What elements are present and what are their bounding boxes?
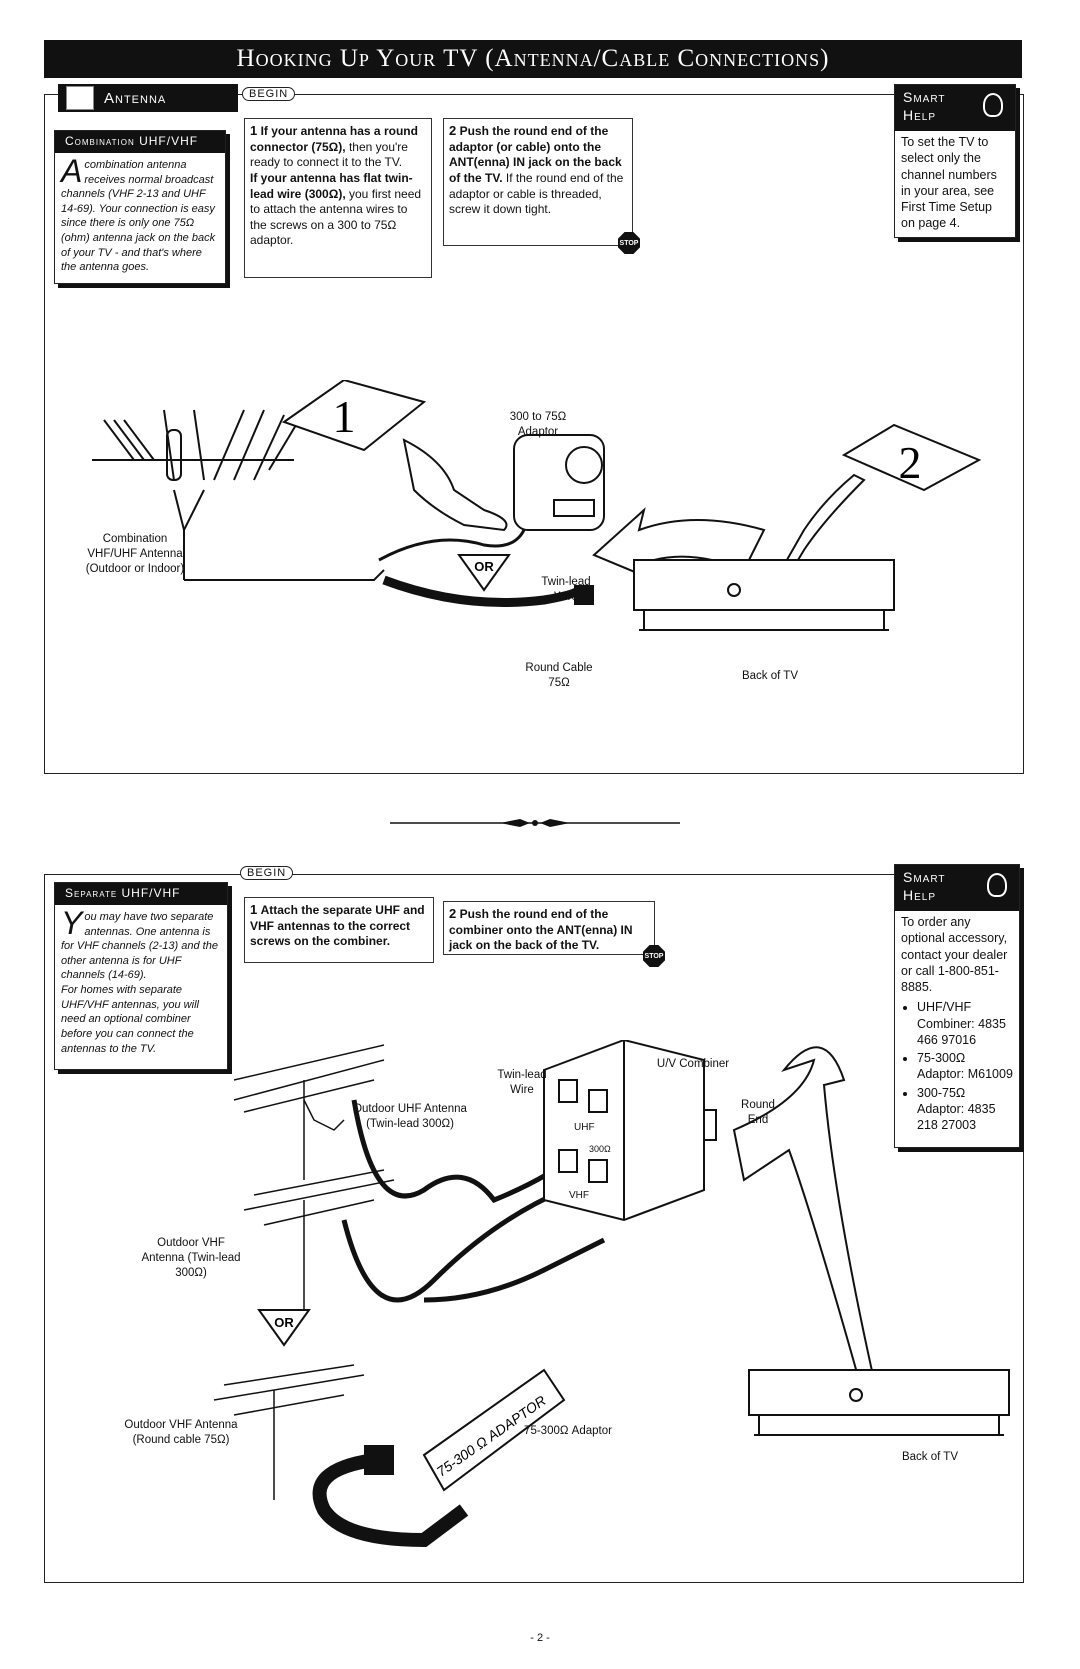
uhf-antenna-label: Outdoor UHF Antenna (Twin-lead 300Ω)	[353, 1103, 467, 1130]
antenna-tag: Antenna	[58, 84, 238, 112]
twinlead-label-2: Twin-lead Wire	[497, 1069, 547, 1096]
combiner-drawing: UHF 300Ω VHF	[543, 1040, 717, 1222]
sidebar-text-2a: ou may have two separate antennas. One a…	[61, 910, 218, 982]
step-1-bold-a: If your antenna has a round connector (7…	[250, 124, 418, 154]
smart-help-header-2: Smart Help	[895, 865, 1019, 911]
begin-marker-2: BEGIN	[240, 866, 294, 880]
step-1-text-b: you first need to attach the antenna wir…	[250, 186, 422, 248]
smart-help-title-2b: Help	[903, 887, 937, 904]
step-1-text-a: then you're ready to connect it to the T…	[250, 139, 408, 170]
drop-cap-2: Y	[61, 904, 83, 941]
stop-sign-2: STOP	[643, 945, 665, 967]
or-marker-2: OR	[257, 1309, 311, 1347]
step-1-number: 1	[250, 123, 258, 138]
page-number: - 2 -	[530, 1632, 550, 1644]
vhf-antenna-label: Outdoor VHF Antenna (Twin-lead 300Ω)	[141, 1237, 241, 1279]
adaptor-drawing	[513, 434, 605, 531]
svg-text:2: 2	[899, 437, 922, 488]
smart-help-box: Smart Help To set the TV to select only …	[894, 84, 1016, 238]
step-2-number: 2	[449, 123, 457, 138]
vhf-round-label: Outdoor VHF Antenna (Round cable 75Ω)	[124, 1419, 238, 1446]
round-cable-label: Round Cable 75Ω	[525, 662, 593, 689]
svg-text:UHF: UHF	[574, 1122, 595, 1133]
step-2-box: 2 Push the round end of the adaptor (or …	[443, 118, 633, 246]
svg-text:300Ω: 300Ω	[589, 1144, 611, 1154]
begin-marker: BEGIN	[242, 87, 296, 101]
back-of-tv-label: Back of TV	[741, 670, 799, 682]
step-1-bold-2: Attach the separate UHF and VHF antennas…	[250, 903, 425, 949]
separate-antenna-section	[44, 874, 1024, 1583]
smart-help-box-2: Smart Help To order any optional accesso…	[894, 864, 1020, 1148]
sidebar-header: Combination UHF/VHF	[55, 131, 225, 153]
lightbulb-icon-2	[987, 873, 1007, 897]
step-2-number-2: 2	[449, 906, 457, 921]
twinlead-label: Twin-lead Wire	[541, 576, 591, 603]
stop-sign: STOP	[618, 232, 640, 254]
accessory-item: 300-75Ω Adaptor: 4835 218 27003	[917, 1085, 1013, 1134]
step-2-bold: Push the round end of the adaptor (or ca…	[449, 124, 622, 186]
sidebar-header-2: Separate UHF/VHF	[55, 883, 227, 905]
back-of-tv-label-2: Back of TV	[901, 1451, 959, 1463]
vhf-antenna-drawing	[243, 1169, 395, 1310]
step-1-marker: 1	[281, 380, 427, 452]
vhf-round-antenna-drawing	[213, 1364, 365, 1500]
step-1-number-2: 1	[250, 902, 258, 917]
accessory-list: UHF/VHF Combiner: 4835 466 97016 75-300Ω…	[901, 999, 1013, 1133]
svg-text:OR: OR	[274, 1315, 294, 1330]
antenna-hookup-illustration: 1 OR 2	[92, 380, 982, 631]
antenna-section	[44, 94, 1024, 774]
antenna-tag-label: Antenna	[104, 89, 167, 107]
round-cable-connector	[574, 585, 594, 605]
step-1-box: 1 If your antenna has a round connector …	[244, 118, 432, 278]
step-2-bold-2: Push the round end of the combiner onto …	[449, 907, 633, 953]
drop-cap: A	[61, 152, 83, 189]
svg-text:OR: OR	[474, 559, 494, 574]
step-1-marker-number: 1	[333, 391, 356, 442]
smart-help-text-2: To order any optional accessory, contact…	[901, 915, 1008, 994]
sidebar-text-2b: For homes with separate UHF/VHF antennas…	[61, 984, 199, 1055]
antenna-label: Combination VHF/UHF Antenna (Outdoor or …	[85, 533, 185, 575]
smart-help-title-2a: Smart	[903, 869, 946, 885]
accessory-item: UHF/VHF Combiner: 4835 466 97016	[917, 999, 1013, 1048]
step-2-text: If the round end of the adaptor or cable…	[449, 171, 624, 217]
back-of-tv-drawing	[633, 559, 895, 631]
step-1-box-2: 1 Attach the separate UHF and VHF antenn…	[244, 897, 434, 963]
or-marker: OR	[457, 554, 511, 592]
step-1-bold-b: If your antenna has flat twin-lead wire …	[250, 171, 413, 201]
page-title: Hooking Up Your TV (Antenna/Cable Connec…	[44, 40, 1022, 78]
smart-help-title-2: Help	[903, 107, 937, 124]
svg-text:VHF: VHF	[569, 1190, 589, 1201]
round-end-label: Round End	[741, 1099, 775, 1126]
uhf-antenna-drawing	[233, 1044, 385, 1180]
smart-help-text: To set the TV to select only the channel…	[901, 135, 997, 231]
back-of-tv-drawing-2	[748, 1369, 1010, 1436]
smart-help-title-1: Smart	[903, 89, 946, 105]
accessory-item: 75-300Ω Adaptor: M61009	[917, 1050, 1013, 1083]
step-2-box-2: 2 Push the round end of the combiner ont…	[443, 901, 655, 955]
lightbulb-icon	[983, 93, 1003, 117]
step-2-marker: 2	[841, 423, 982, 492]
adaptor-75-300-label: 75-300Ω Adaptor	[524, 1425, 612, 1437]
combiner-label: U/V Combiner	[656, 1058, 730, 1070]
adaptor-label: 300 to 75Ω Adaptor	[509, 411, 567, 438]
combiner-hookup-illustration: 75-300 Ω ADAPTOR UHF 300Ω VHF OR	[213, 1040, 1010, 1548]
section-divider	[390, 819, 680, 827]
round-cable-end	[364, 1445, 394, 1475]
sidebar-text: combination antenna receives normal broa…	[61, 158, 216, 274]
combination-antenna-drawing	[92, 409, 385, 581]
antenna-icon	[66, 86, 94, 110]
smart-help-header: Smart Help	[895, 85, 1015, 131]
